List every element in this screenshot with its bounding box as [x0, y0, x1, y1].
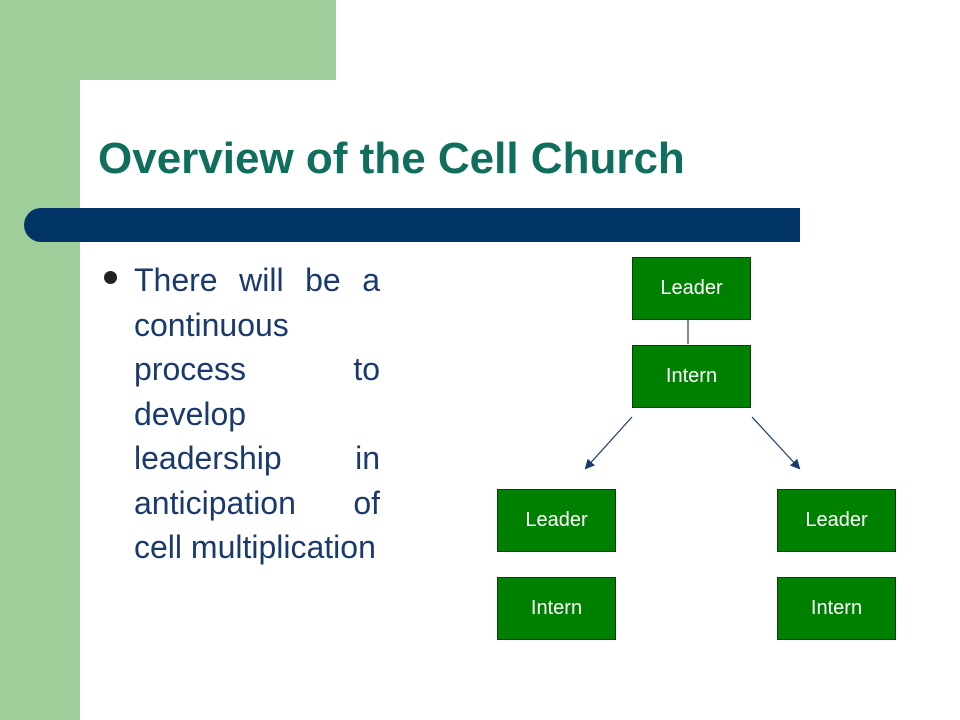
- left-intern-box: Intern: [497, 577, 616, 640]
- arrow-to-left-cell: [584, 416, 633, 470]
- top-green-tab: [0, 0, 336, 80]
- parent-intern-box: Intern: [632, 345, 751, 408]
- bullet-text: There will be a continuous process to de…: [134, 262, 380, 565]
- arrow-to-right-cell: [751, 416, 801, 470]
- title-underline-bar: [24, 208, 800, 242]
- parent-leader-box: Leader: [632, 257, 751, 320]
- bullet-icon: [104, 271, 117, 284]
- right-intern-box: Intern: [777, 577, 896, 640]
- left-leader-box: Leader: [497, 489, 616, 552]
- right-leader-box: Leader: [777, 489, 896, 552]
- slide-title: Overview of the Cell Church: [98, 134, 685, 183]
- sidebar-green-strip: [0, 0, 80, 720]
